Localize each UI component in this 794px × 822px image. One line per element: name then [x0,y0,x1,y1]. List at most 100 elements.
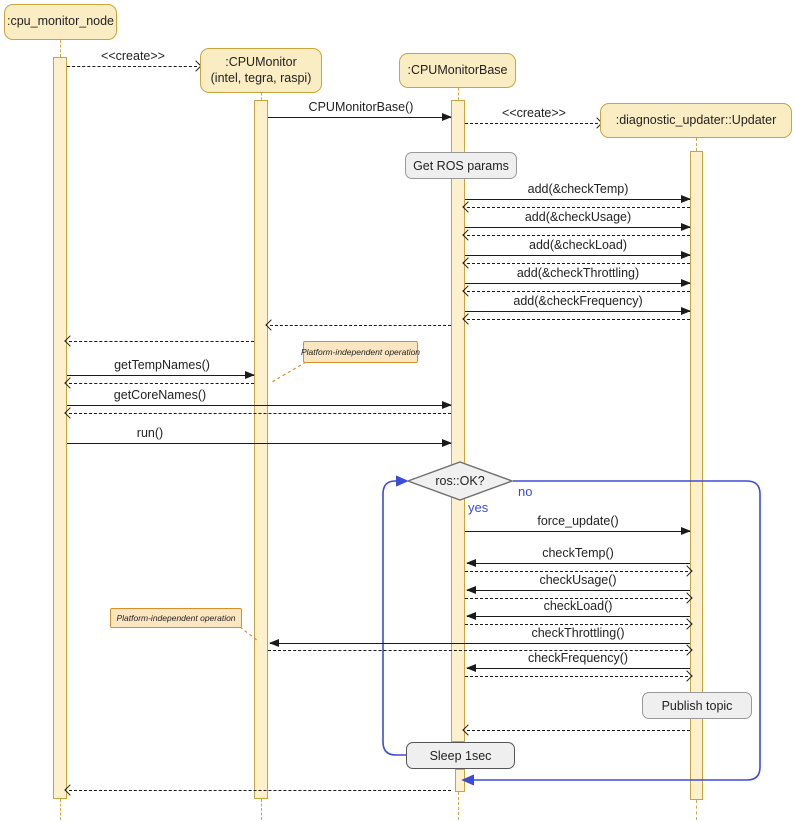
return-message-line [465,565,693,577]
note-sleep-1sec: Sleep 1sec [406,742,515,769]
arrowhead [466,558,476,567]
message-line [67,370,255,379]
activation-bar [254,100,268,799]
loop-back-path [382,475,409,756]
actor-label: :diagnostic_updater::Updater [615,112,777,127]
message-label: getCoreNames() [113,388,207,402]
note-label: Publish topic [661,698,733,713]
arrowhead [442,112,452,121]
message-line [67,438,452,447]
message-line [465,194,691,203]
message-label: add(&checkTemp) [527,182,629,196]
message-line [465,306,691,315]
arrowhead [681,194,691,203]
return-message-line [268,644,693,656]
message-line [67,60,202,72]
activation-bar [53,57,67,799]
loop-condition-label: ros::OK? [435,474,485,488]
message-label: add(&checkThrottling) [516,266,640,280]
note-get-ros-params: Get ROS params [405,152,517,179]
message-label: run() [136,426,164,440]
note-label: Get ROS params [413,158,509,173]
message-label: checkUsage() [539,573,617,587]
activation-bar [451,100,465,742]
arrowhead [681,526,691,535]
return-message-line [462,724,690,736]
activation-bar [690,151,703,800]
return-message-line [465,618,693,630]
note-platform-independent-operation: Platform-independent operation [300,341,421,363]
actor-cpu-monitor: :CPUMonitor (intel, tegra, raspi) [200,48,322,93]
return-message-line [64,377,254,389]
arrowhead [442,438,452,447]
note-platform-independent-operation: Platform-independent operation [110,608,242,628]
arrowhead [245,370,255,379]
arrowhead [681,306,691,315]
actor-cpu-monitor-base: :CPUMonitorBase [399,53,516,88]
actor-label: :CPUMonitorBase [407,62,508,77]
loop-exit-path [461,480,761,786]
message-label: add(&checkLoad) [529,238,627,252]
message-label: add(&checkFrequency) [513,294,643,308]
lifeline-segment [458,88,459,100]
message-line [67,400,452,409]
arrowhead [466,585,476,594]
lifeline-segment [696,800,697,820]
return-message-line [265,319,451,331]
message-label: <<create>> [502,106,566,120]
return-message-line [64,784,451,796]
message-line [268,112,452,121]
arrowhead [681,222,691,231]
message-line [465,117,603,129]
note-connector [239,626,259,642]
lifeline-segment [60,799,61,820]
note-connector [271,361,307,383]
message-label: checkTemp() [542,546,614,560]
loop-yes-label: yes [468,500,489,515]
message-label: force_update() [537,514,619,528]
return-message-line [462,201,690,213]
arrowhead [681,278,691,287]
arrowhead [269,638,279,647]
return-message-line [465,592,693,604]
message-line [465,278,691,287]
message-label: checkFrequency() [527,651,629,665]
return-message-line [462,285,690,297]
actor-label: :CPUMonitor (intel, tegra, raspi) [210,54,312,85]
arrowhead [442,400,452,409]
message-label: add(&checkUsage) [524,210,632,224]
message-line [466,611,690,620]
message-label: checkThrottling() [531,626,625,640]
message-label: checkLoad() [543,599,613,613]
lifeline-segment [261,799,262,820]
message-label: getTempNames() [114,358,210,372]
decision-diamond [405,461,515,501]
actor-diagnostic-updater: :diagnostic_updater::Updater [600,103,792,138]
note-label: Sleep 1sec [429,748,492,763]
return-message-line [462,229,690,241]
return-message-line [462,313,690,325]
lifeline-segment [458,792,459,820]
message-line [465,222,691,231]
message-label: <<create>> [101,49,165,63]
lifeline-segment [261,93,262,100]
message-line [465,526,691,535]
message-line [466,585,690,594]
note-publish-topic: Publish topic [642,692,752,719]
return-message-line [64,407,451,419]
message-line [269,638,690,647]
loop-no-label: no [518,484,533,499]
arrowhead [466,663,476,672]
arrowhead [681,250,691,259]
actor-label: :cpu_monitor_node [6,14,115,29]
note-label: Platform-independent operation [300,347,421,357]
arrowhead [466,611,476,620]
return-message-line [462,257,690,269]
actor-cpu-monitor-node: :cpu_monitor_node [4,4,117,40]
return-message-line [64,335,254,347]
lifeline-segment [60,40,61,57]
message-line [465,250,691,259]
note-label: Platform-independent operation [116,613,236,623]
